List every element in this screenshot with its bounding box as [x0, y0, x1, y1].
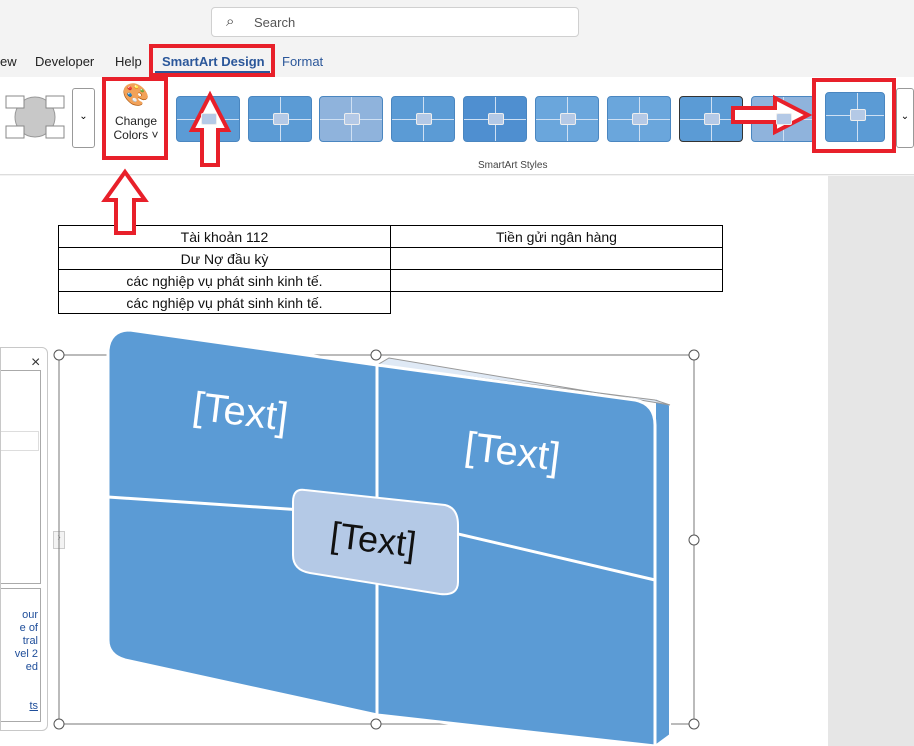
tab-developer[interactable]: Developer — [35, 54, 95, 69]
change-colors-label-2: Colors ˅ — [113, 128, 159, 142]
palette-icon: 🎨 — [122, 82, 150, 107]
style-thumbnail-2[interactable] — [248, 96, 312, 142]
search-icon: ⌕ — [226, 13, 235, 30]
active-tab-underline — [155, 71, 270, 73]
tab-view[interactable]: ew — [0, 54, 17, 69]
top-face — [375, 357, 671, 406]
tab-help[interactable]: Help — [115, 54, 142, 69]
highlight-box-tab — [149, 44, 275, 77]
style-thumbnail-6[interactable] — [535, 96, 599, 142]
table-row: các nghiệp vụ phát sinh kinh tế. — [58, 291, 723, 314]
style-thumbnail-10-selected[interactable] — [825, 92, 885, 142]
style-thumbnail-4[interactable] — [391, 96, 455, 142]
layouts-more-button[interactable]: ⌄ — [72, 88, 95, 148]
change-colors-label-1: Change — [114, 114, 158, 128]
style-thumbnail-3[interactable] — [319, 96, 383, 142]
style-thumbnail-7[interactable] — [607, 96, 671, 142]
arrow-up-icon — [188, 90, 232, 167]
table-row: Dư Nợ đầu kỳ — [58, 247, 723, 270]
learn-more-link[interactable]: ts — [29, 700, 38, 712]
quadrant-top-left-bottom-left — [106, 328, 379, 717]
style-thumbnail-5[interactable] — [463, 96, 527, 142]
center-shape — [292, 488, 459, 596]
document-background — [828, 176, 914, 746]
arrow-up-icon — [101, 168, 149, 235]
tab-smartart-design[interactable]: SmartArt Design — [162, 54, 265, 69]
resize-handles — [53, 349, 700, 730]
highlight-box-style — [812, 78, 896, 153]
table-cell[interactable]: các nghiệp vụ phát sinh kinh tế. — [58, 291, 391, 314]
search-input[interactable]: ⌕ Search — [211, 7, 579, 37]
quadrant-right — [375, 363, 657, 746]
arrow-right-icon — [731, 94, 813, 136]
close-icon[interactable]: × — [31, 354, 41, 371]
side-face — [654, 396, 671, 746]
change-colors-button[interactable]: 🎨 Change Colors ˅ — [107, 82, 165, 157]
text-pane-line[interactable] — [1, 431, 39, 451]
highlight-box-change-colors — [102, 77, 168, 160]
tab-format[interactable]: Format — [282, 54, 324, 69]
layout-thumbnail[interactable] — [4, 92, 66, 142]
table-cell[interactable] — [390, 269, 723, 292]
text-pane-editor[interactable] — [1, 370, 41, 584]
styles-group-label: SmartArt Styles — [478, 160, 548, 171]
search-placeholder: Search — [254, 15, 296, 30]
